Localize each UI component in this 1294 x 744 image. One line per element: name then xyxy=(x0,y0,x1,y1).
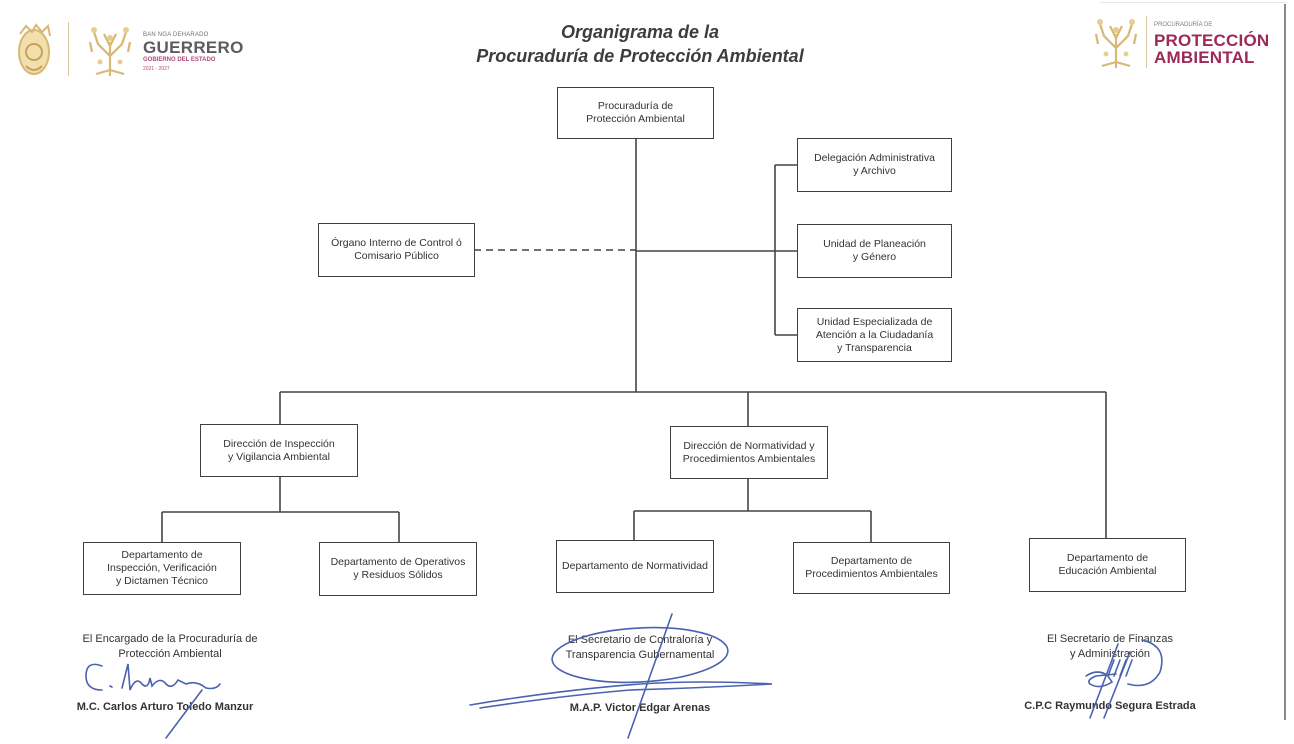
signature-scrawl xyxy=(121,663,221,691)
guerrero-tagline: BAN NGA DEHARADO xyxy=(143,32,209,38)
org-box-department: Departamento de Operativos y Residuos Só… xyxy=(319,542,477,596)
signature-scrawl xyxy=(165,689,203,739)
signature-scrawl xyxy=(109,685,113,688)
page-title: Organigrama de la Procuraduría de Protec… xyxy=(440,20,840,68)
org-box-direction: Dirección de Normatividad y Procedimient… xyxy=(670,426,828,479)
title-line-1: Organigrama de la xyxy=(560,22,720,42)
guerrero-years: 2021 - 2027 xyxy=(143,66,170,72)
page-right-edge xyxy=(1284,4,1286,720)
signature-scrawl xyxy=(469,681,773,709)
logo-divider xyxy=(68,22,69,76)
title-line-2: Procuraduría de Protección Ambiental xyxy=(476,46,804,66)
org-box-direction: Dirección de Inspección y Vigilancia Amb… xyxy=(200,424,358,477)
org-box-staff: Unidad de Planeación y Género xyxy=(797,224,952,278)
tree-emblem-icon xyxy=(88,27,132,76)
signature-scrawl xyxy=(85,663,103,691)
signature-scrawl xyxy=(1103,651,1131,719)
guerrero-name: GUERRERO xyxy=(143,38,244,57)
signature-scrawl xyxy=(1107,659,1133,677)
signature-scrawl xyxy=(1085,671,1117,688)
org-box-department: Departamento de Educación Ambiental xyxy=(1029,538,1186,592)
signature-scrawl xyxy=(551,626,729,684)
pa-line2: AMBIENTAL xyxy=(1154,48,1255,67)
signature-scrawl xyxy=(1127,639,1163,687)
pa-line1: PROTECCIÓN xyxy=(1154,31,1270,50)
signature-name: M.C. Carlos Arturo Toledo Manzur xyxy=(76,701,254,713)
signature-name: C.P.C Raymundo Segura Estrada xyxy=(1024,700,1196,712)
org-box-staff: Delegación Administrativa y Archivo xyxy=(797,138,952,192)
org-box-department: Departamento de Procedimientos Ambiental… xyxy=(793,542,950,594)
signature-scrawl xyxy=(627,613,673,739)
signature-name: M.A.P. Victor Edgar Arenas xyxy=(569,702,711,714)
org-box-department: Departamento de Inspección, Verificación… xyxy=(83,542,241,595)
guerrero-subtitle: GOBIERNO DEL ESTADO xyxy=(143,57,216,63)
logo-divider xyxy=(1146,16,1147,68)
state-seal-icon xyxy=(18,23,51,75)
org-box-staff: Unidad Especializada de Atención a la Ci… xyxy=(797,308,952,362)
org-box-oic: Órgano Interno de Control ó Comisario Pú… xyxy=(318,223,475,277)
tree-emblem-icon xyxy=(1094,19,1138,68)
page-top-edge xyxy=(1100,2,1286,3)
signature-role: El Encargado de la Procuraduría de Prote… xyxy=(82,633,258,660)
signature-role: El Secretario de Finanzas y Administraci… xyxy=(1047,633,1173,660)
signature-scrawl xyxy=(1089,643,1119,719)
org-box-root: Procuraduría de Protección Ambiental xyxy=(557,87,714,139)
pa-tagline: PROCURADURÍA DE xyxy=(1154,22,1213,28)
org-box-department: Departamento de Normatividad xyxy=(556,540,714,593)
